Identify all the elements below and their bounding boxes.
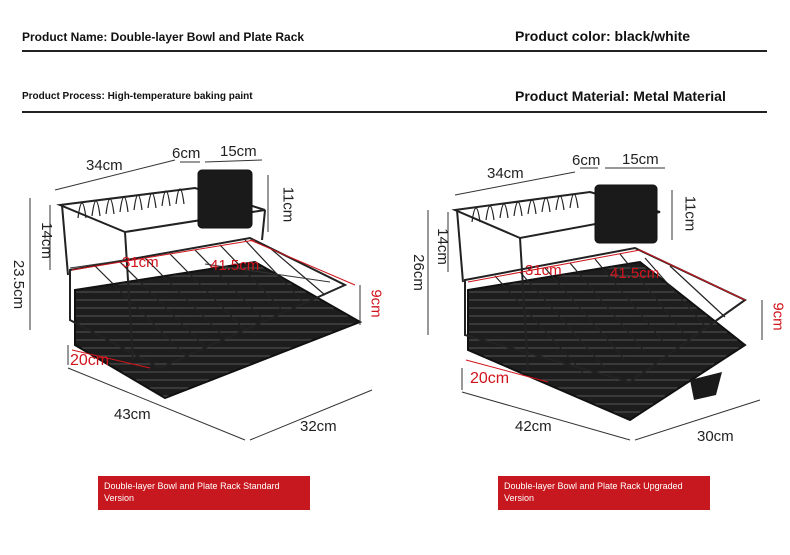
- product-name-label: Product Name: Double-layer Bowl and Plat…: [22, 30, 305, 44]
- right-version-caption: Double-layer Bowl and Plate Rack Upgrade…: [498, 476, 710, 510]
- left-rack-illustration: [29, 159, 373, 441]
- left-dim-upper-height: 14cm: [37, 222, 55, 259]
- right-lower-basket: [464, 246, 747, 384]
- left-dim-depth: 32cm: [300, 418, 337, 435]
- right-dim-depth: 30cm: [697, 428, 734, 445]
- left-dim-inner-depth: 31cm: [122, 254, 159, 271]
- left-cutlery-holder: [197, 169, 253, 229]
- right-dim-tray-side: 20cm: [470, 370, 510, 387]
- right-dim-top-width: 34cm: [487, 165, 524, 182]
- header-divider-2: [22, 111, 767, 113]
- left-dim-holder-width: 15cm: [220, 143, 257, 160]
- left-dim-tray-height: 9cm: [367, 289, 385, 318]
- right-dim-total-height: 26cm: [409, 254, 427, 291]
- left-dim-top-width: 34cm: [86, 157, 123, 174]
- right-dim-upper-height: 14cm: [433, 228, 451, 265]
- product-color-label: Product color: black/white: [515, 28, 691, 44]
- right-dim-holder-gap: 6cm: [572, 152, 601, 169]
- left-version-caption: Double-layer Bowl and Plate Rack Standar…: [98, 476, 310, 510]
- header-divider-1: [22, 50, 767, 52]
- product-material-label: Product Material: Metal Material: [515, 88, 726, 104]
- right-dim-inner-length: 41.5cm: [610, 265, 660, 282]
- right-cutlery-holder: [594, 184, 658, 244]
- right-tray-spout: [690, 372, 722, 400]
- left-dim-inner-length: 41.5cm: [210, 257, 260, 274]
- right-drip-tray: [467, 260, 747, 422]
- right-rack-illustration: [427, 167, 763, 441]
- right-dim-holder-width: 15cm: [622, 151, 659, 168]
- right-dim-inner-depth: 31cm: [525, 262, 562, 279]
- left-lower-basket: [69, 236, 348, 370]
- left-dim-tray-side: 20cm: [70, 352, 110, 369]
- left-dim-holder-height: 11cm: [279, 186, 297, 223]
- left-dim-total-height: 23.5cm: [10, 259, 28, 310]
- left-dim-length: 43cm: [114, 406, 151, 423]
- right-dim-length: 42cm: [515, 418, 552, 435]
- right-dim-holder-height: 11cm: [681, 195, 699, 232]
- right-dim-tray-height: 9cm: [769, 302, 787, 331]
- product-process-label: Product Process: High-temperature baking…: [22, 91, 253, 102]
- left-dim-holder-gap: 6cm: [172, 145, 201, 162]
